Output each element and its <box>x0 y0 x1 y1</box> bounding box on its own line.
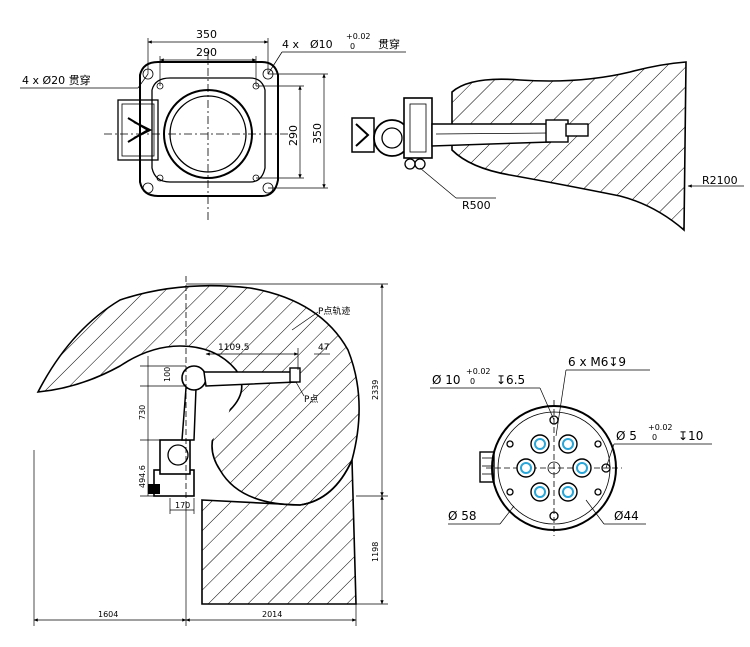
dim-350-height: 350 <box>311 123 324 144</box>
dim-170: 170 <box>175 501 190 510</box>
dim-1198: 1198 <box>371 542 380 562</box>
cap-holes <box>516 434 592 502</box>
dim-1109: 1109.5 <box>218 343 250 353</box>
pin-5-tol-lower: 0 <box>652 433 657 442</box>
top-view: 350 290 290 350 4 x Ø10 +0.02 0 贯穿 4 x Ø… <box>20 28 406 222</box>
reach-area-hatched <box>451 61 687 232</box>
hole-10-tol-lower: 0 <box>470 377 475 386</box>
flange-view: Ø 10 +0.02 0 ↧6.5 6 x M6↧9 Ø 5 +0.02 0 ↧… <box>430 355 712 536</box>
through-hole-20-callout: 4 x Ø20 贯穿 <box>22 73 91 87</box>
dia-44: Ø44 <box>614 509 639 523</box>
robot-arm-top <box>351 97 589 170</box>
dim-2014: 2014 <box>262 610 282 619</box>
dim-350-width: 350 <box>196 28 217 41</box>
dim-47: 47 <box>318 343 329 353</box>
through-hole-10-tol-lower: 0 <box>350 42 355 51</box>
side-view: 1109.5 47 P点轨迹 P点 100 730 494.6 170 2339… <box>33 276 388 626</box>
dia-58: Ø 58 <box>448 509 477 523</box>
hole-10-depth: ↧6.5 <box>496 373 525 387</box>
dim-494: 494.6 <box>138 465 147 488</box>
label-trajectory: P点轨迹 <box>318 305 350 317</box>
radius-small: R500 <box>462 199 491 212</box>
through-hole-10-dia: Ø10 <box>310 38 333 51</box>
dim-730: 730 <box>138 405 147 420</box>
hole-10-tol-upper: +0.02 <box>466 367 491 376</box>
through-hole-10-note: 贯穿 <box>378 37 400 51</box>
label-point: P点 <box>304 394 318 405</box>
radius-large: R2100 <box>702 174 738 187</box>
reach-view: R500 R2100 <box>351 61 744 232</box>
pin-5-depth: ↧10 <box>678 429 703 443</box>
pin-5-tol-upper: +0.02 <box>648 423 673 432</box>
through-hole-10-qty: 4 x <box>282 38 299 51</box>
pin-5-dia: Ø 5 <box>616 429 637 443</box>
dim-290-width: 290 <box>196 46 217 59</box>
dim-100: 100 <box>163 367 172 382</box>
dim-2339: 2339 <box>371 380 380 400</box>
dim-1604: 1604 <box>98 610 118 619</box>
robot-arm-side <box>148 365 301 497</box>
through-hole-10-tol-upper: +0.02 <box>346 32 371 41</box>
thread-note: 6 x M6↧9 <box>568 355 626 369</box>
hole-10-dia: Ø 10 <box>432 373 461 387</box>
workspace-lower-hatched <box>201 459 357 605</box>
dim-290-height: 290 <box>287 125 300 146</box>
